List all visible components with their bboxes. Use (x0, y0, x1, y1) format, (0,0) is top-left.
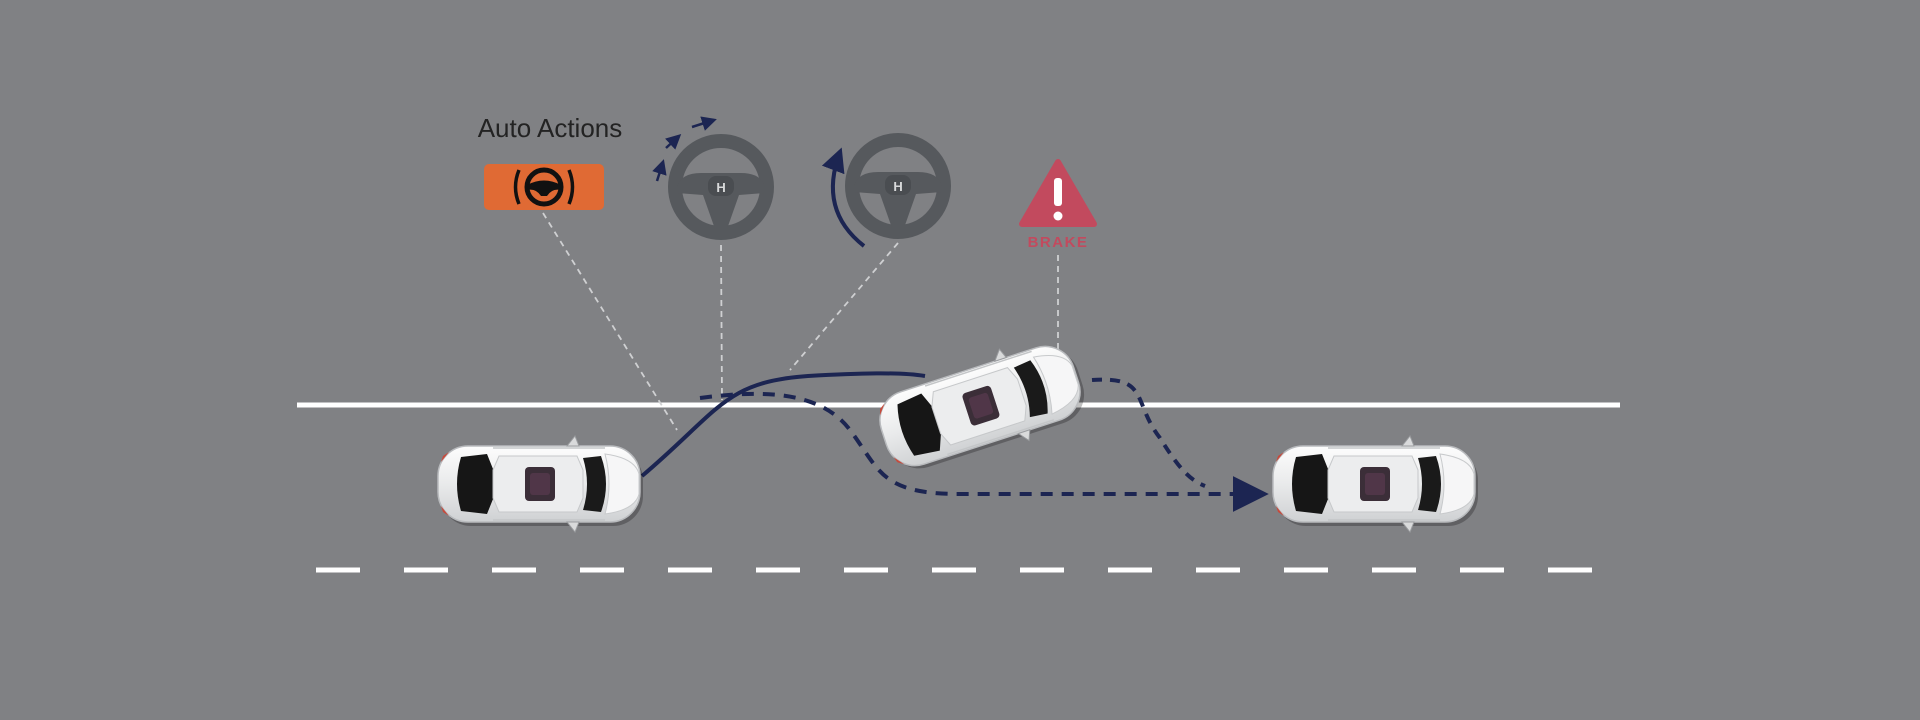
alternate-path (1091, 377, 1206, 488)
steering-alert-icon (484, 164, 604, 210)
brake-warning-icon (1019, 159, 1097, 227)
departure-path (640, 371, 926, 478)
turn-arrows-icon (652, 116, 717, 182)
car-departing (868, 327, 1095, 484)
leader-line-alert (542, 212, 678, 431)
leader-line-wheel-return (789, 242, 899, 371)
steering-wheel-correct-icon: H (675, 141, 767, 233)
steering-logo-2: H (893, 179, 902, 194)
car-start (437, 435, 644, 533)
steering-logo: H (716, 180, 725, 195)
auto-actions-title: Auto Actions (478, 113, 623, 143)
return-arrow-icon (821, 147, 866, 248)
steering-wheel-return-icon: H (852, 140, 944, 232)
brake-label: BRAKE (1028, 234, 1089, 251)
car-corrected (1272, 435, 1479, 533)
leader-line-wheel-correct (720, 244, 723, 401)
